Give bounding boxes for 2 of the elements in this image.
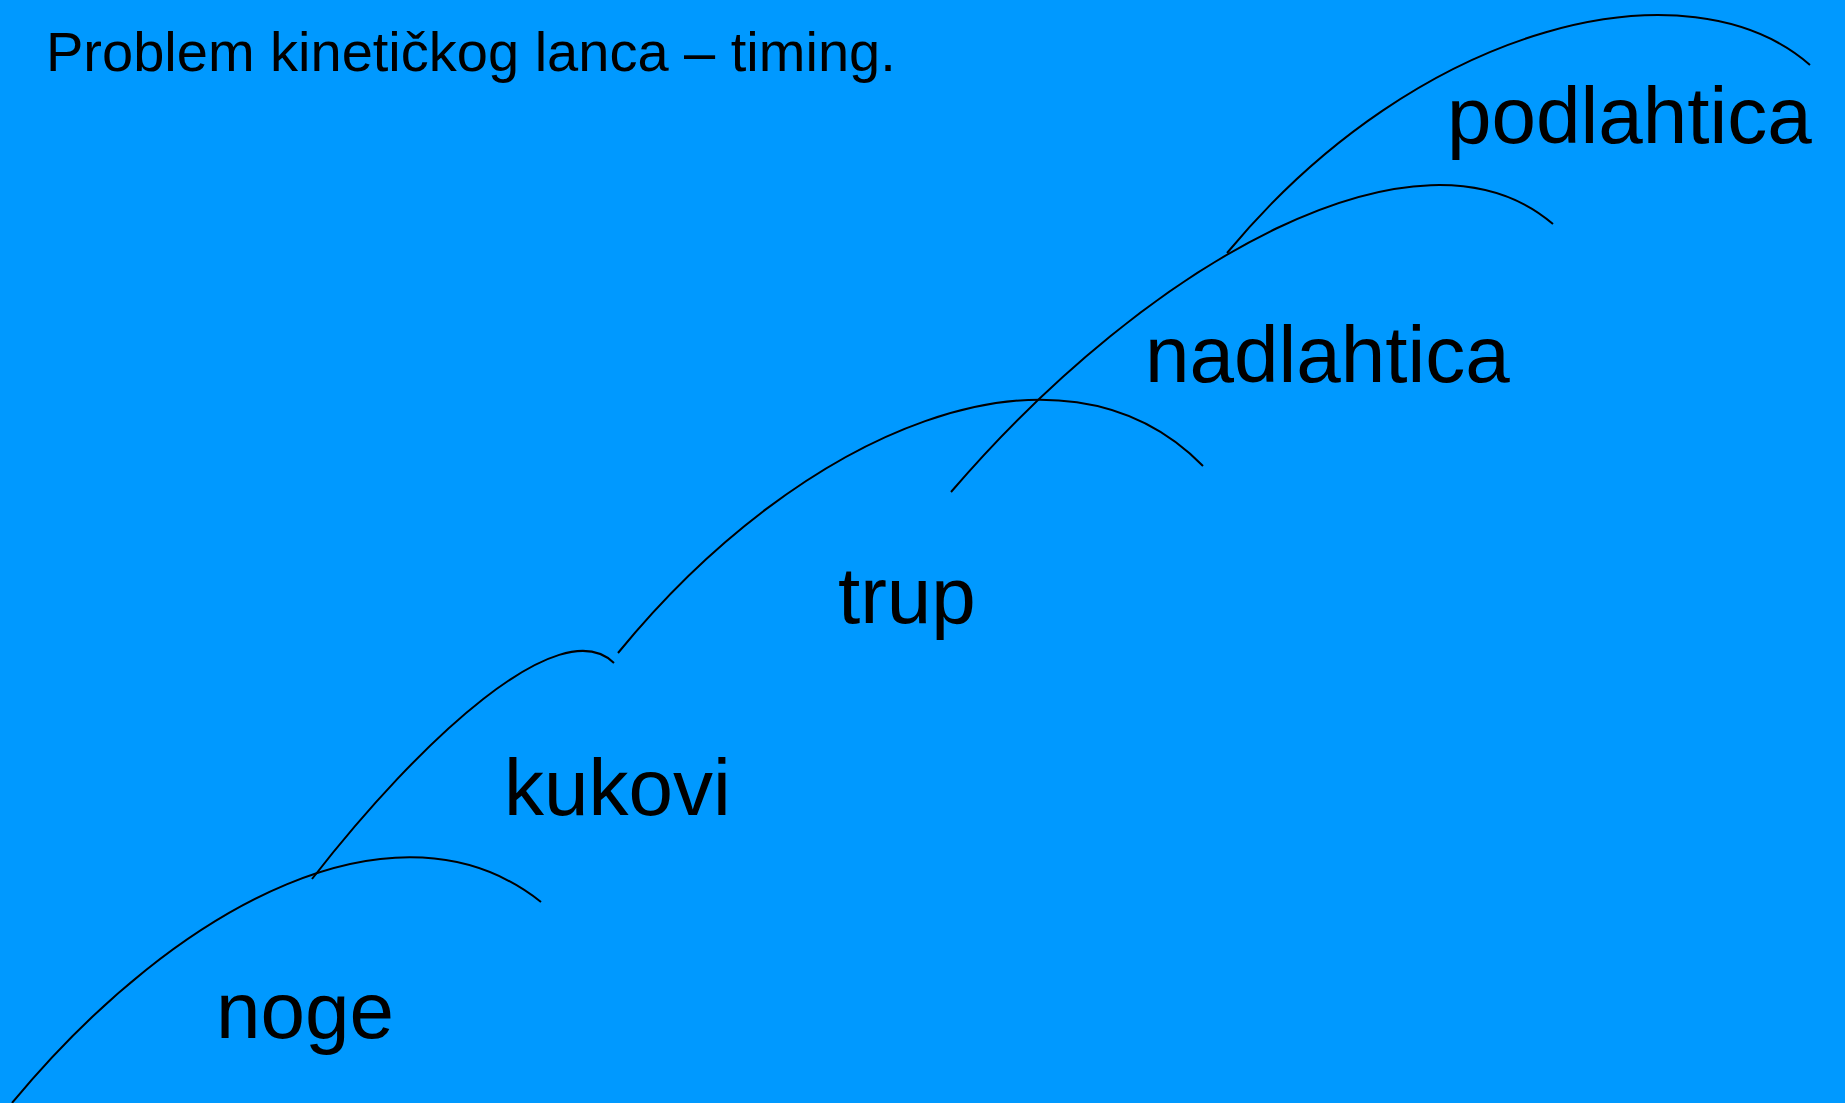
segment-label: nadlahtica bbox=[1145, 315, 1510, 395]
segment-label: kukovi bbox=[504, 748, 731, 828]
